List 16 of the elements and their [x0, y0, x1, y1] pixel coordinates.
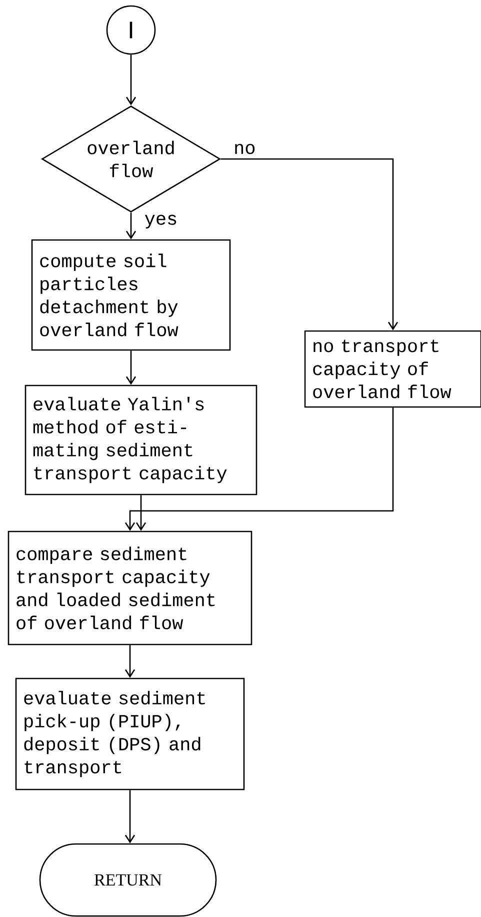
arrow: [126, 350, 136, 385]
terminal-box: RETURN: [39, 843, 217, 917]
arrow: [220, 158, 398, 330]
process-box: compute soil particles detachment by overland flow: [31, 239, 231, 351]
process-box: compare sediment transport capacity and loaded sediment of overland flow: [8, 530, 252, 646]
edge-label: yes: [143, 214, 179, 230]
process-box: no transport capacity of overland flow: [304, 330, 481, 408]
process-box: evaluate sediment pick-up (PIUP), deposit (DPS) and transport: [15, 678, 245, 790]
arrow: [136, 495, 146, 531]
arrow: [124, 790, 136, 844]
process-box: evaluate Yalin's method of esti- mating sediment transport capacity: [24, 384, 258, 496]
edge-label: no: [232, 142, 257, 156]
arrow: [124, 408, 394, 531]
arrow: [126, 54, 136, 106]
arrow: [124, 645, 136, 678]
arrow: [126, 212, 136, 240]
